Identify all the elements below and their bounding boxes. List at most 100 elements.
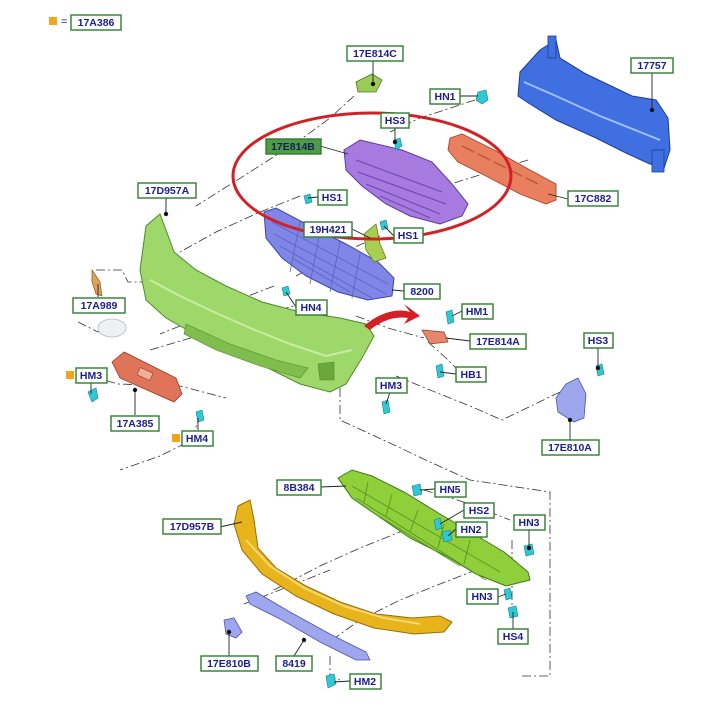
skid-plate-ribs [351, 481, 501, 581]
svg-text:17E810B: 17E810B [207, 658, 251, 670]
clip-hm4 [195, 409, 205, 423]
label-HN3-right: HN3 [513, 514, 546, 531]
label-17E814C: 17E814C [346, 45, 404, 62]
label-17E814B: 17E814B [265, 138, 322, 155]
svg-text:17D957B: 17D957B [170, 521, 215, 533]
side-bracket-right [555, 377, 587, 423]
svg-text:HN4: HN4 [300, 302, 321, 314]
legend: = [49, 16, 67, 28]
label-HS4: HS4 [497, 628, 529, 645]
label-17D957B: 17D957B [162, 518, 222, 535]
reinforcement-bracket-right [651, 149, 665, 173]
side-bracket-left [223, 617, 243, 639]
label-HN4: HN4 [295, 299, 328, 316]
clip-hs2 [433, 517, 443, 531]
label-17C882: 17C882 [567, 190, 619, 207]
svg-text:17A385: 17A385 [117, 418, 154, 430]
reinforcement-bracket-left [547, 35, 557, 59]
svg-text:HS1: HS1 [398, 230, 419, 242]
part-labels: 17A386 17E814C 17757 HN1 HS3 17E814B 17C… [66, 14, 674, 690]
leader-lines [90, 60, 655, 683]
legend-equals: = [61, 16, 67, 28]
label-HS1-b: HS1 [393, 227, 424, 244]
bumper-cover-body [139, 213, 375, 393]
clip-hm3-left [87, 387, 99, 403]
highlight-ellipse [231, 111, 513, 241]
skid-plate-body [337, 469, 531, 587]
svg-text:19H421: 19H421 [310, 224, 347, 236]
label-HM2: HM2 [349, 673, 382, 690]
upper-grille-slats [355, 159, 447, 219]
license-plate-bracket [111, 351, 183, 403]
label-HN1: HN1 [429, 88, 461, 105]
label-legend-code: 17A386 [70, 14, 122, 31]
lower-grille-mesh [271, 221, 389, 299]
svg-text:HM3: HM3 [80, 370, 102, 382]
tow-eye-cover [91, 268, 103, 297]
upper-grille [343, 139, 469, 225]
svg-text:17E810A: 17E810A [548, 442, 592, 454]
marker-HM4 [172, 434, 180, 442]
label-19H421: 19H421 [303, 221, 353, 238]
svg-text:HM2: HM2 [354, 676, 376, 688]
label-8B384: 8B384 [276, 479, 322, 496]
label-HS1-a: HS1 [317, 189, 348, 206]
label-HM3-left: HM3 [75, 367, 108, 384]
svg-text:HS3: HS3 [588, 335, 609, 347]
label-17A989: 17A989 [72, 297, 126, 314]
fog-lamp-cover [97, 318, 127, 338]
svg-text:17A989: 17A989 [81, 300, 118, 312]
lower-spoiler-body [233, 499, 453, 635]
label-HS2: HS2 [463, 502, 495, 519]
lower-spoiler-edge [245, 539, 421, 625]
label-17E810A: 17E810A [541, 439, 600, 456]
clip-hn4 [281, 285, 291, 297]
label-8419: 8419 [275, 655, 313, 672]
clip-hn5 [411, 483, 423, 497]
label-17E810B: 17E810B [200, 655, 259, 672]
label-HM4: HM4 [181, 430, 214, 447]
svg-text:17757: 17757 [637, 60, 666, 72]
bumper-cover-crease [149, 279, 353, 358]
clip-hb1 [435, 363, 445, 379]
svg-text:HM4: HM4 [186, 433, 208, 445]
reinforcement-beam-ridge [523, 81, 661, 141]
label-HN5: HN5 [434, 481, 467, 498]
air-deflector-bracket [421, 329, 449, 345]
reinforcement-beam-body [517, 39, 671, 169]
lower-spoiler [233, 499, 453, 635]
clip-hs1-a [303, 193, 313, 205]
svg-text:HN3: HN3 [471, 591, 492, 603]
grille-side-bracket [363, 223, 387, 263]
label-HS3-top: HS3 [380, 112, 410, 129]
bumper-cover [97, 213, 375, 393]
clip-hm1 [445, 309, 455, 325]
direction-arrow [364, 304, 420, 330]
energy-absorber [447, 133, 557, 205]
energy-absorber-ribs [461, 145, 539, 185]
marker-HM3-left [66, 371, 74, 379]
label-17A385: 17A385 [110, 415, 160, 432]
skid-plate [337, 469, 531, 587]
svg-text:HS2: HS2 [469, 505, 490, 517]
svg-text:HS4: HS4 [503, 631, 524, 643]
svg-text:HN3: HN3 [518, 517, 539, 529]
svg-text:HB1: HB1 [460, 369, 481, 381]
label-8200: 8200 [403, 283, 441, 300]
svg-text:HS1: HS1 [322, 192, 343, 204]
bumper-cover-lower-opening [183, 323, 309, 379]
bumper-fog-pocket [317, 361, 335, 381]
label-HN2: HN2 [455, 521, 488, 538]
upper-grille-body [343, 139, 469, 225]
clip-hn1 [475, 89, 489, 105]
clip-hm2 [325, 673, 337, 689]
legend-marker [49, 17, 57, 25]
svg-text:17E814B: 17E814B [271, 141, 315, 153]
svg-text:8B384: 8B384 [284, 482, 315, 494]
clip-hm3-center [381, 399, 391, 415]
lip-strip [245, 591, 371, 661]
license-plate-slot [136, 367, 154, 381]
svg-text:HM3: HM3 [380, 380, 402, 392]
svg-text:8419: 8419 [282, 658, 306, 670]
